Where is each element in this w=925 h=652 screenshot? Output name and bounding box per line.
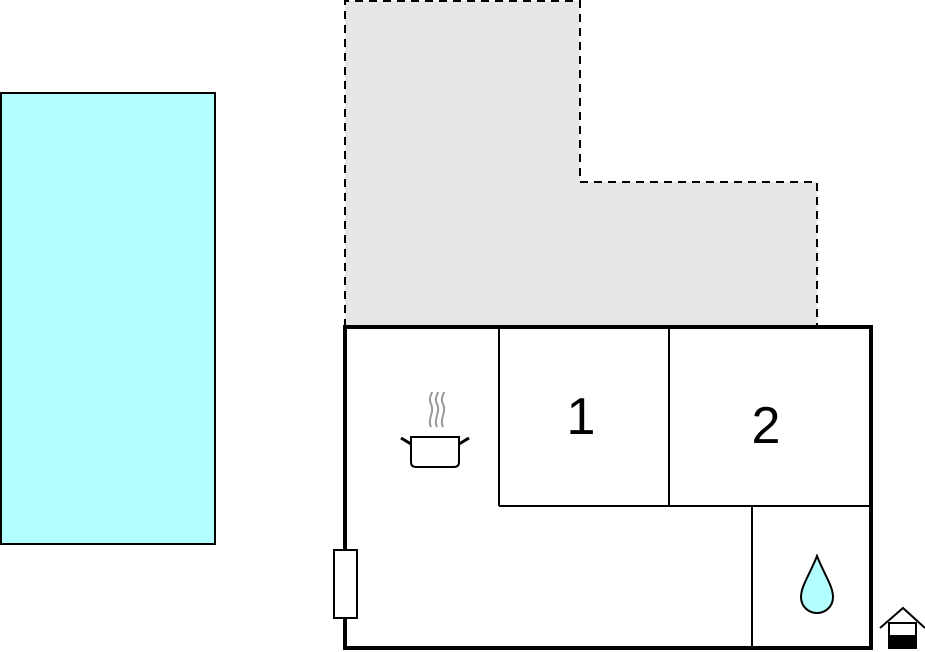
terrace-outline xyxy=(344,0,818,327)
room-label-1: 1 xyxy=(567,388,596,446)
swimming-pool xyxy=(0,92,216,545)
water-drop-icon xyxy=(799,553,835,615)
terrace-area xyxy=(345,1,817,327)
cooking-pot-icon xyxy=(400,391,470,468)
interior-walls xyxy=(498,327,871,648)
house-entrance-icon xyxy=(879,606,925,649)
room-label-2: 2 xyxy=(752,397,781,455)
house-outline xyxy=(343,325,873,650)
door-icon xyxy=(333,549,358,619)
